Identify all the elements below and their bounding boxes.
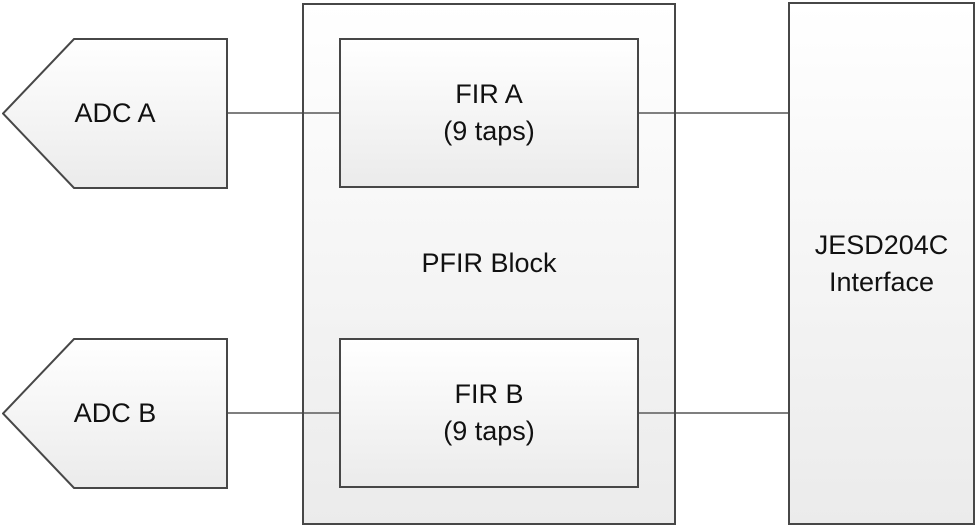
adc-b-label: ADC B bbox=[73, 398, 157, 428]
fir-a-name: FIR A bbox=[455, 79, 523, 109]
adc-a-arrow-shape bbox=[2, 38, 228, 189]
connector-fir-a-to-jesd bbox=[637, 112, 790, 114]
connector-fir-b-to-jesd bbox=[637, 412, 790, 414]
adc-b-arrow-shape bbox=[2, 338, 228, 489]
pfir-block-outline bbox=[302, 3, 676, 525]
jesd204c-name: JESD204C bbox=[814, 229, 949, 260]
connector-adc-b-to-fir-b bbox=[226, 412, 342, 414]
connector-adc-a-to-fir-a bbox=[226, 112, 342, 114]
fir-b-name: FIR B bbox=[454, 379, 524, 409]
fir-b-box: FIR B (9 taps) bbox=[339, 338, 639, 488]
pfir-block-label: PFIR Block bbox=[421, 248, 557, 278]
fir-a-box: FIR A (9 taps) bbox=[339, 38, 639, 188]
fir-b-taps: (9 taps) bbox=[443, 416, 535, 446]
jesd204c-interface-box: JESD204C Interface bbox=[788, 2, 975, 525]
fir-a-taps: (9 taps) bbox=[443, 116, 535, 146]
adc-a-label: ADC A bbox=[74, 98, 156, 128]
jesd204c-role: Interface bbox=[828, 266, 935, 297]
